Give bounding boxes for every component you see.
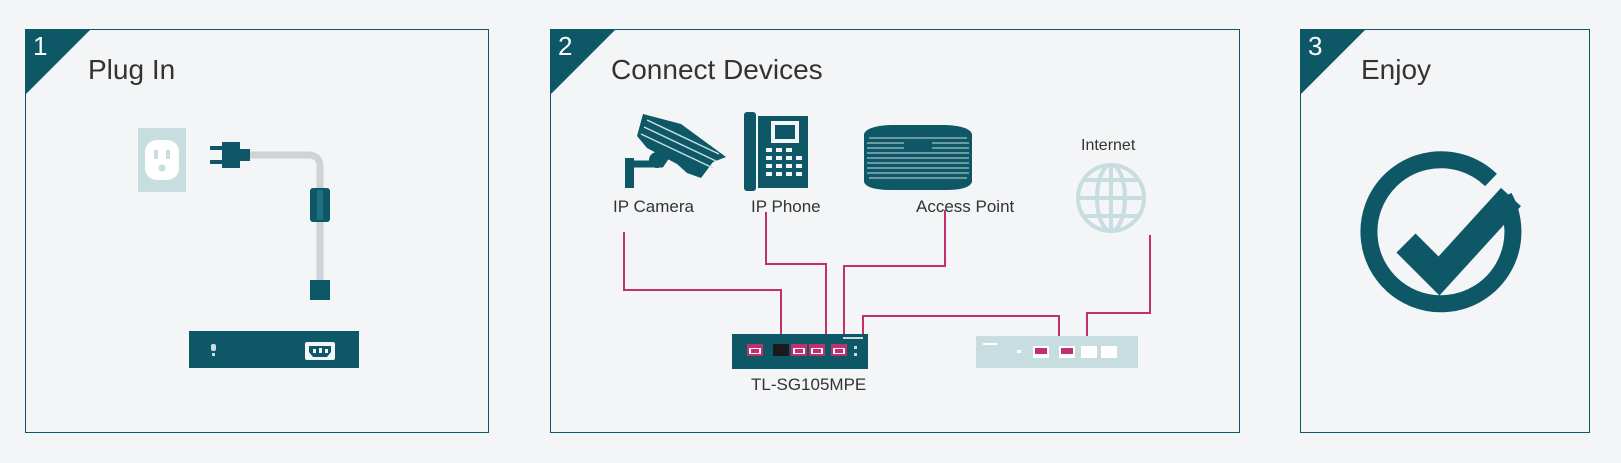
internet-cable — [1086, 235, 1151, 346]
access-point-cable — [843, 210, 946, 345]
step-connect-devices-panel: 2 Connect Devices IP Camera — [550, 29, 1240, 433]
internet-label: Internet — [1081, 137, 1136, 154]
step-title: Enjoy — [1361, 54, 1432, 85]
switch-rear-panel — [189, 331, 359, 368]
ip-phone-label: IP Phone — [751, 197, 821, 216]
camera-cable — [623, 232, 782, 345]
step-plug-in-panel: 1 Plug In — [25, 29, 489, 433]
step-number: 3 — [1308, 31, 1323, 61]
connect-devices-diagram: IP Camera IP Phone — [613, 112, 1151, 394]
checkmark-circle-icon — [1360, 151, 1522, 313]
ip-phone-icon — [744, 112, 808, 191]
ip-camera-label: IP Camera — [613, 197, 694, 216]
step-number: 1 — [33, 31, 48, 61]
ip-camera-icon — [625, 114, 726, 188]
globe-icon — [1076, 163, 1146, 233]
power-outlet-icon — [138, 128, 186, 192]
step-title: Plug In — [88, 54, 176, 85]
step-number: 2 — [558, 31, 573, 61]
access-point-label: Access Point — [916, 197, 1015, 216]
phone-cable — [765, 212, 827, 345]
switch-port-2 — [773, 344, 789, 356]
access-point-icon — [864, 125, 972, 190]
power-plug-icon — [210, 142, 330, 300]
step-title: Connect Devices — [611, 54, 823, 85]
ethernet-cables — [623, 210, 1151, 346]
router-icon — [976, 336, 1138, 368]
step-enjoy-panel: 3 Enjoy — [1300, 29, 1590, 433]
switch-model-label: TL-SG105MPE — [751, 375, 866, 394]
plug-in-illustration — [138, 128, 359, 368]
uplink-cable — [862, 315, 1060, 346]
tl-sg105mpe-switch — [732, 334, 868, 369]
enjoy-illustration — [1360, 151, 1522, 313]
